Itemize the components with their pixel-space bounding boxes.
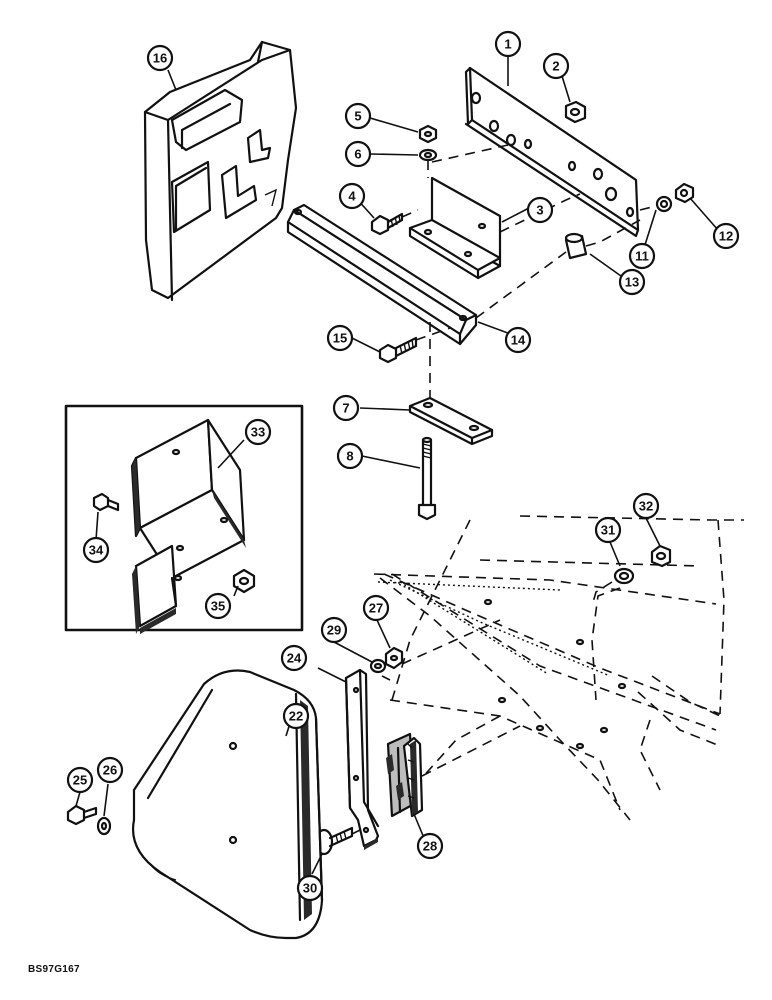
svg-text:31: 31 [601,523,615,538]
assembly-lines-upper [401,144,657,398]
callouts: 16 1 2 5 6 4 3 11 12 13 14 15 7 8 33 34 … [66,30,740,902]
part-6-lock-washer [418,148,438,162]
part-14-angle-bar [286,203,478,346]
part-12-nut [674,182,695,204]
svg-text:8: 8 [346,449,353,464]
svg-text:15: 15 [333,331,347,346]
part-15-bolt [378,336,418,364]
svg-text:13: 13 [625,275,639,290]
part-32-nut [650,544,672,568]
svg-text:6: 6 [354,147,361,162]
callout-29: 29 [320,616,348,644]
svg-text:3: 3 [536,203,543,218]
part-8-long-bolt [417,436,437,521]
part-2-nut [564,100,587,124]
callout-35: 35 [204,592,232,620]
svg-text:30: 30 [303,881,317,896]
svg-text:4: 4 [348,189,356,204]
svg-text:11: 11 [635,249,649,264]
callout-3: 3 [526,196,554,224]
part-1-mounting-plate [464,66,640,238]
svg-text:12: 12 [719,229,733,244]
callout-12: 12 [712,222,740,250]
machine-frame [373,515,744,821]
callout-7: 7 [332,394,360,422]
svg-text:32: 32 [639,499,653,514]
callout-11: 11 [628,242,656,270]
callout-33: 33 [244,418,272,446]
svg-text:5: 5 [354,109,361,124]
svg-text:29: 29 [327,623,341,638]
svg-text:7: 7 [342,401,349,416]
svg-text:28: 28 [423,839,437,854]
part-26-washer [96,816,112,836]
part-4-bolt [370,212,404,236]
svg-text:35: 35 [211,599,225,614]
part-7-plate [408,396,494,446]
callout-5: 5 [344,102,372,130]
figure-code: BS97G167 [28,964,80,975]
part-3-angle-bracket [408,176,502,280]
callout-8: 8 [336,442,364,470]
svg-text:14: 14 [511,333,526,348]
callout-30: 30 [296,874,324,902]
callout-1: 1 [494,30,522,58]
assembly-lines-lower [351,581,613,835]
svg-text:1: 1 [504,37,511,52]
callout-27: 27 [362,594,390,622]
svg-text:2: 2 [552,59,559,74]
part-34-bolt [92,492,120,512]
callout-13: 13 [618,268,646,296]
callout-31: 31 [594,516,622,544]
part-22-smv-emblem [132,669,324,940]
part-29-washer [369,658,387,674]
svg-text:33: 33 [251,425,265,440]
part-27-nut [384,646,404,670]
part-31-washer [613,567,635,585]
callout-34: 34 [82,536,110,564]
svg-text:34: 34 [89,543,104,558]
svg-text:22: 22 [289,709,303,724]
callout-6: 6 [344,140,372,168]
callout-32: 32 [632,492,660,520]
callout-16: 16 [146,44,174,72]
part-33-bracket [130,418,246,634]
part-24-mounting-bracket [344,668,380,850]
callout-26: 26 [96,756,124,784]
svg-text:16: 16 [153,51,167,66]
callout-4: 4 [338,182,366,210]
svg-text:27: 27 [369,601,383,616]
callout-28: 28 [416,832,444,860]
callout-22: 22 [282,702,310,730]
callout-14: 14 [504,326,532,354]
part-28-hinge-clip [386,732,424,818]
part-5-nut [418,124,438,144]
inset-box [64,404,304,634]
svg-text:25: 25 [73,773,87,788]
callout-2: 2 [542,52,570,80]
callout-15: 15 [326,324,354,352]
svg-text:24: 24 [287,651,302,666]
callout-25: 25 [66,766,94,794]
svg-text:26: 26 [103,763,117,778]
part-16-weight [143,40,298,302]
leader-lines [75,54,719,875]
callout-24: 24 [280,644,308,672]
part-13-spacer [564,232,588,260]
part-25-screw [66,804,98,826]
part-35-nut [232,568,256,594]
part-11-washer [655,195,673,213]
